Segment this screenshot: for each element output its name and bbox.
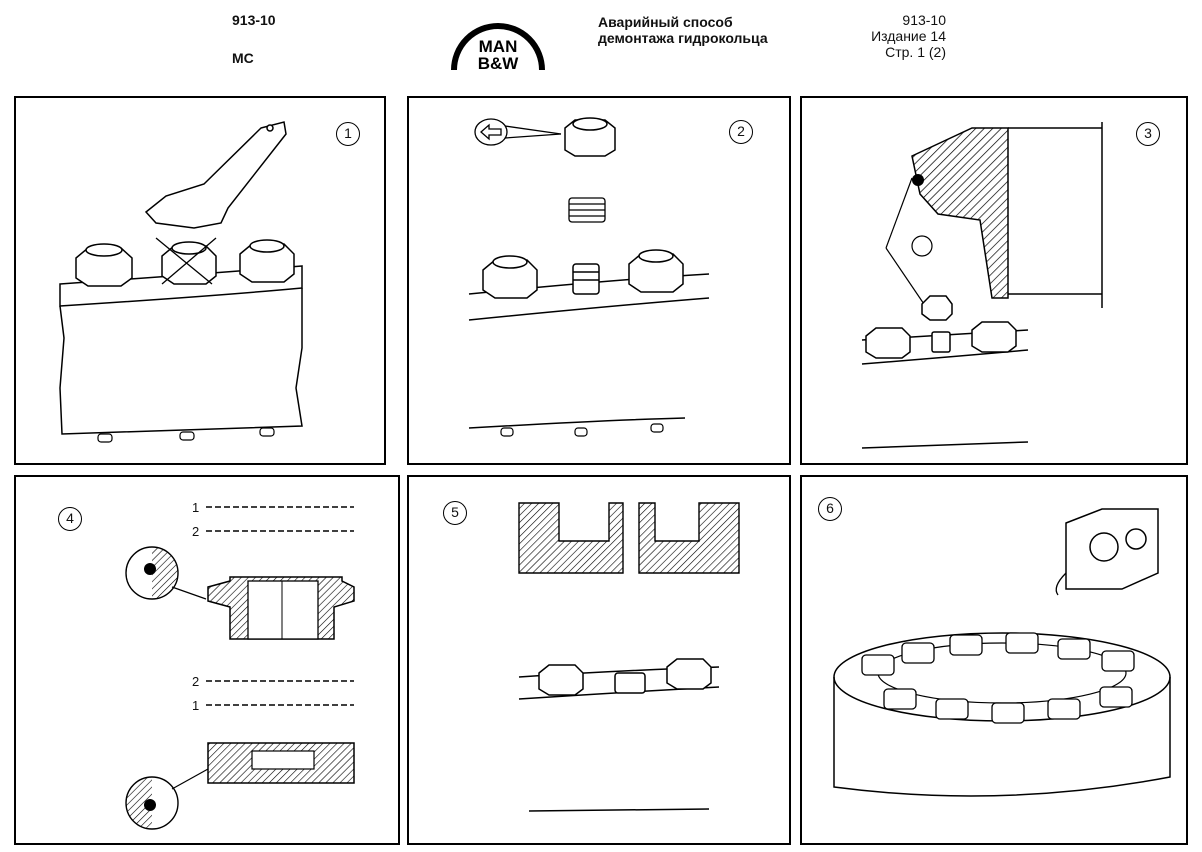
step-number-5: 5 <box>443 501 467 525</box>
remove-nut-and-plug-illustration <box>468 117 710 437</box>
document-title: Аварийный способ демонтажа гидрокольца <box>598 14 768 46</box>
svg-text:MAN: MAN <box>479 37 518 56</box>
page-number: Стр. 1 (2) <box>885 44 946 60</box>
document-code: 913-10 <box>232 12 276 28</box>
document-meta: 913-10 Издание 14 Стр. 1 (2) <box>871 12 946 60</box>
engine-type: MC <box>232 50 254 66</box>
row-label-2-top: 2 <box>192 524 200 539</box>
panel-6: 6 <box>800 475 1188 845</box>
direction-arrow-icon <box>474 118 562 146</box>
panel-2: 2 <box>407 96 791 465</box>
step-number-6: 6 <box>818 497 842 521</box>
hydraulic-pump-and-ring-illustration <box>833 508 1171 797</box>
pump-unit <box>1065 508 1159 590</box>
man-bw-logo: MAN B&W <box>451 23 545 72</box>
row-label-1-bottom: 1 <box>192 698 200 713</box>
hook-spanner <box>144 121 287 229</box>
step-number-3: 3 <box>1136 122 1160 146</box>
title-line-2: демонтажа гидрокольца <box>598 30 768 46</box>
section-view-illustration <box>861 122 1103 449</box>
row-label-2-bottom: 2 <box>192 674 200 689</box>
plug-fitting-illustration <box>518 502 740 812</box>
removed-nut <box>564 117 616 157</box>
edition: Издание 14 <box>871 28 946 44</box>
nut-left <box>75 243 133 287</box>
row-label-1-top: 1 <box>192 500 200 515</box>
meta-code: 913-10 <box>902 12 946 28</box>
svg-text:B&W: B&W <box>478 54 520 72</box>
panel-3: 3 <box>800 96 1188 465</box>
panel-1: 1 <box>14 96 386 465</box>
wrench-on-nuts-illustration <box>59 121 303 443</box>
title-line-1: Аварийный способ <box>598 14 733 30</box>
panel-4: 4 1 2 2 1 <box>14 475 400 845</box>
nut-right <box>239 239 295 283</box>
panel-5: 5 <box>407 475 791 845</box>
step-number-1: 1 <box>336 122 360 146</box>
ring-cross-section-illustration <box>125 506 355 830</box>
step-number-4: 4 <box>58 507 82 531</box>
step-number-2: 2 <box>729 120 753 144</box>
removed-plug <box>568 197 606 223</box>
